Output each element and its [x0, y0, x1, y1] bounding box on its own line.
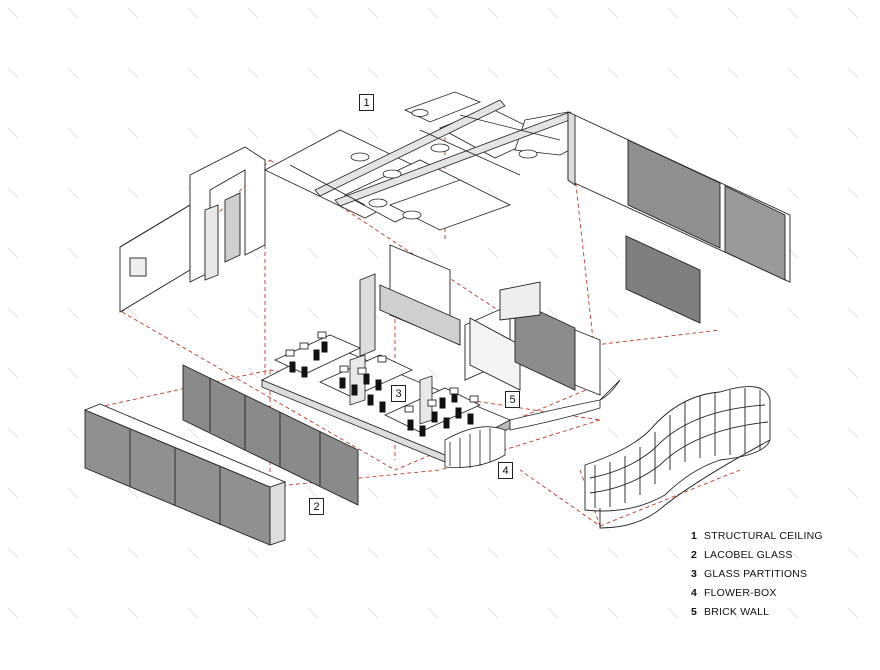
legend-label: FLOWER-BOX — [704, 587, 777, 599]
upper-right-wall — [567, 111, 791, 324]
legend-number: 4 — [691, 587, 698, 599]
legend-label: STRUCTURAL CEILING — [704, 530, 823, 542]
callout-2: 2 — [309, 498, 324, 515]
callout-4: 4 — [498, 462, 513, 479]
central-partitions — [359, 244, 601, 396]
legend-label: LACOBEL GLASS — [704, 549, 793, 561]
upper-left-walls — [119, 146, 266, 313]
callout-3: 3 — [391, 385, 406, 402]
legend-number: 1 — [691, 530, 698, 542]
callout-5: 5 — [505, 391, 520, 408]
flower-box — [444, 379, 621, 468]
legend-label: BRICK WALL — [704, 606, 770, 618]
legend-label: GLASS PARTITIONS — [704, 568, 808, 580]
legend-number: 3 — [691, 568, 698, 580]
legend-item: 3 GLASS PARTITIONS — [691, 565, 823, 584]
curved-glass-wall — [584, 386, 771, 529]
computer-monitors — [285, 331, 479, 413]
legend-item: 1 STRUCTURAL CEILING — [691, 527, 823, 546]
legend-item: 4 FLOWER-BOX — [691, 584, 823, 603]
legend-item: 5 BRICK WALL — [691, 603, 823, 622]
callout-1: 1 — [359, 94, 374, 111]
structural-ceiling — [264, 91, 599, 231]
legend-item: 2 LACOBEL GLASS — [691, 546, 823, 565]
legend-number: 5 — [691, 606, 698, 618]
legend: 1 STRUCTURAL CEILING 2 LACOBEL GLASS 3 GLAS… — [691, 527, 823, 622]
lacobel-glass-wall — [83, 364, 359, 546]
legend-number: 2 — [691, 549, 698, 561]
office-chairs — [289, 341, 474, 437]
